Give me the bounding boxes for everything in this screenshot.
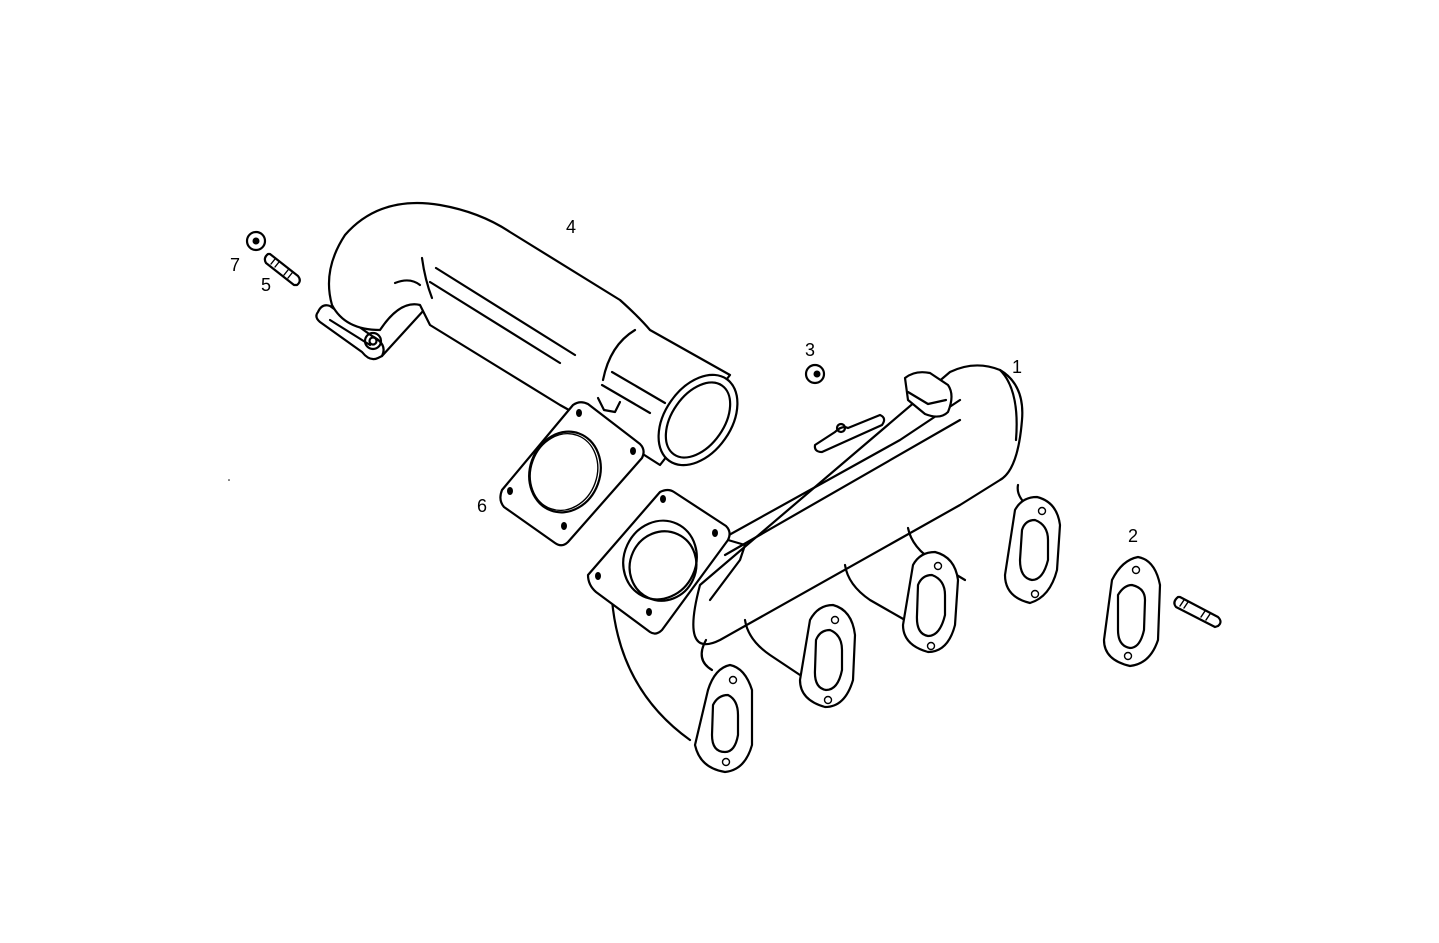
exhaust-manifold-1 [586, 364, 1062, 774]
callout-5: 5 [261, 275, 272, 295]
nut-3-icon [804, 363, 826, 385]
port-gasket-2 [1102, 555, 1162, 668]
stud-icon [1173, 595, 1222, 629]
callout-3: 3 [805, 340, 816, 360]
elbow-pipe-4 [315, 201, 739, 467]
port-flange [798, 603, 857, 709]
callout-2: 2 [1128, 526, 1139, 546]
callout-1: 1 [1012, 357, 1023, 377]
nut-7-icon [245, 230, 267, 252]
flange-gasket-6 [499, 401, 645, 547]
stray-mark [228, 479, 230, 481]
callout-6: 6 [477, 496, 488, 516]
port-flange [693, 663, 754, 774]
stud-5-icon [263, 252, 301, 287]
callout-4: 4 [566, 217, 577, 237]
callout-7: 7 [230, 255, 241, 275]
port-flange [901, 550, 960, 654]
port-flange [1003, 495, 1062, 605]
